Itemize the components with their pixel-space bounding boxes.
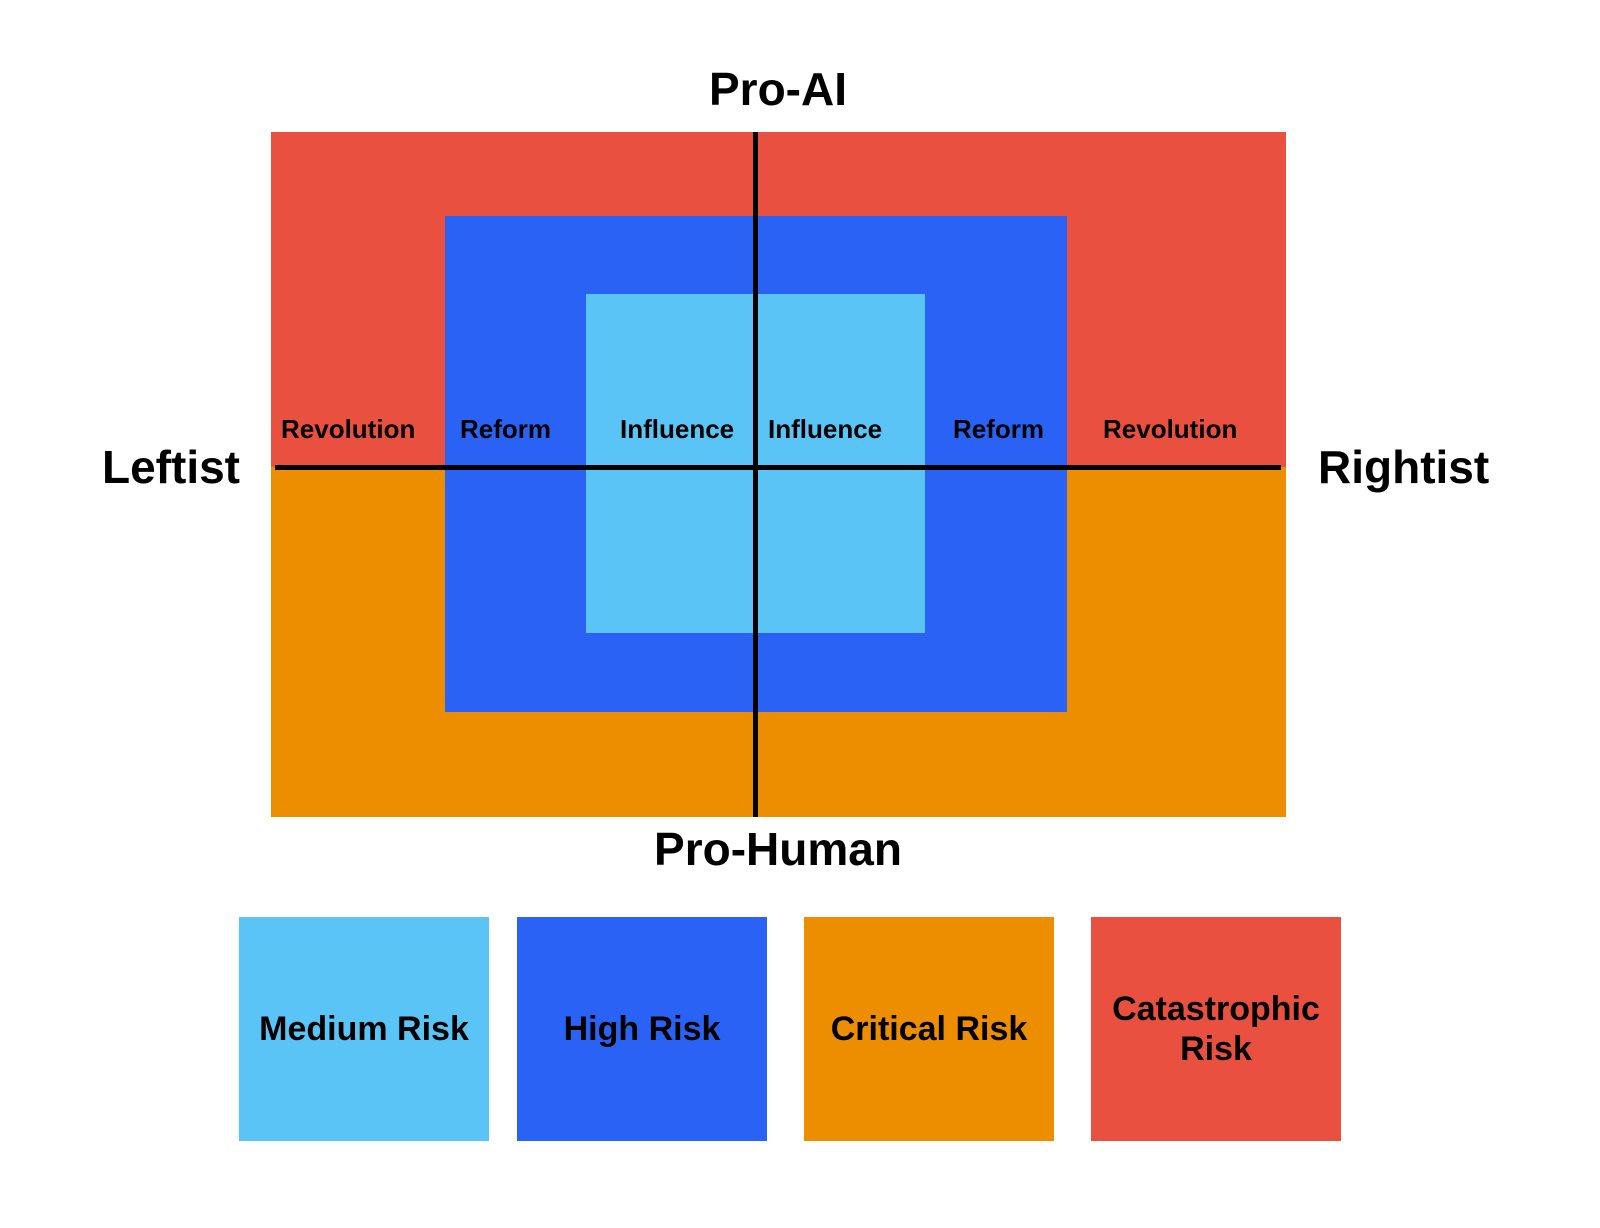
axis-label-leftist: Leftist (102, 441, 240, 493)
legend-catastrophic-risk: Catastrophic Risk (1091, 917, 1341, 1141)
legend-label: Medium Risk (259, 1010, 469, 1048)
label-left-influence: Influence (620, 414, 735, 444)
legend-high-risk: High Risk (517, 917, 767, 1141)
legend-medium-risk: Medium Risk (239, 917, 489, 1141)
label-right-influence: Influence (768, 414, 883, 444)
axis-label-pro-human: Pro-Human (654, 823, 902, 875)
label-left-revolution: Revolution (281, 414, 416, 444)
label-left-reform: Reform (460, 414, 552, 444)
legend-critical-risk: Critical Risk (804, 917, 1054, 1141)
political-risk-grid: Revolution Reform Influence Influence Re… (271, 132, 1286, 817)
legend-label: High Risk (563, 1010, 721, 1048)
label-right-reform: Reform (953, 414, 1045, 444)
axis-label-rightist: Rightist (1318, 441, 1490, 493)
label-right-revolution: Revolution (1103, 414, 1238, 444)
legend-label: Catastrophic Risk (1112, 990, 1320, 1068)
axis-label-pro-ai: Pro-AI (709, 63, 847, 115)
horizontal-axis-line (275, 465, 1281, 470)
vertical-axis-line (753, 132, 758, 817)
legend-label: Critical Risk (830, 1010, 1028, 1048)
